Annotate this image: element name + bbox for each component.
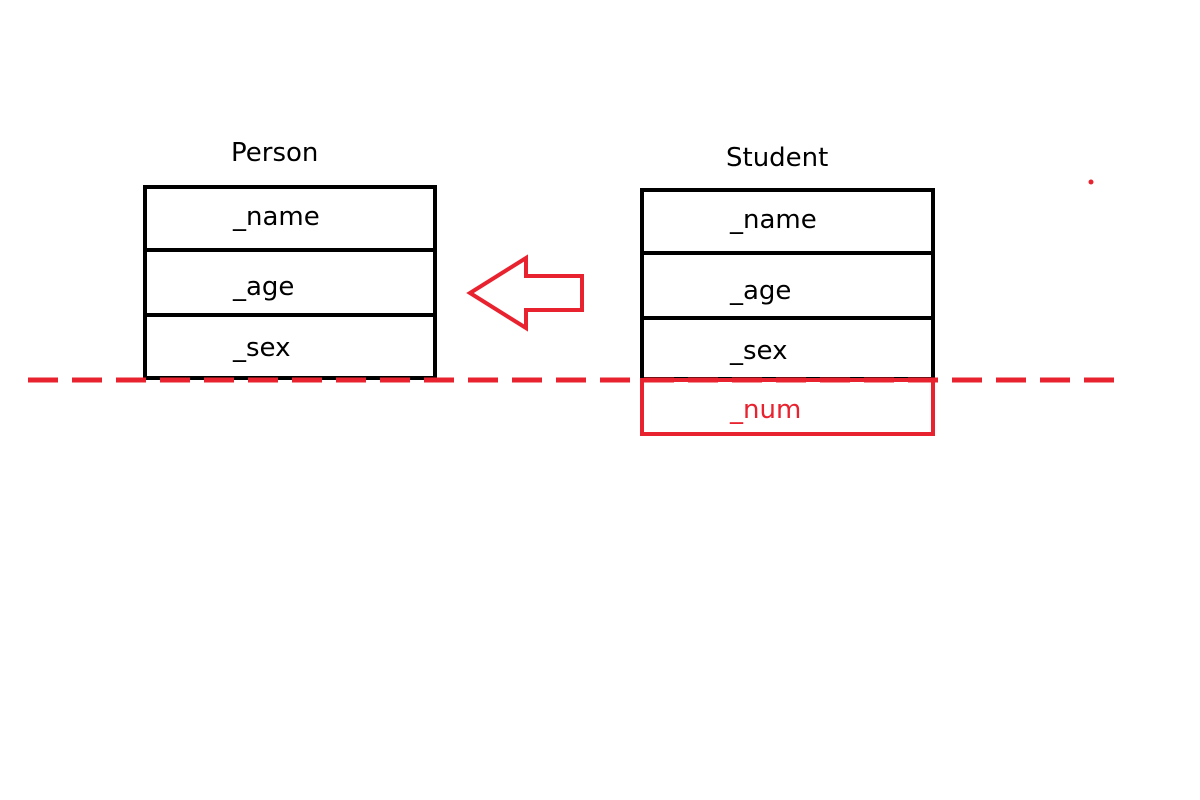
student-field-divider [644, 316, 931, 320]
person-class-title: Person [231, 138, 319, 168]
person-field-divider [147, 313, 433, 317]
person-field-age: _age [233, 272, 295, 302]
stray-dot [1088, 179, 1094, 185]
student-extra-field-label: _num [730, 395, 802, 425]
student-field-divider [644, 251, 931, 255]
student-field-age: _age [730, 276, 792, 306]
student-class-title: Student [726, 143, 829, 173]
person-field-name: _name [233, 202, 320, 232]
student-class-box: _name _age _sex [640, 188, 935, 381]
person-field-divider [147, 248, 433, 252]
student-field-name: _name [730, 205, 817, 235]
student-field-sex: _sex [730, 336, 788, 366]
person-field-sex: _sex [233, 333, 291, 363]
left-arrow-outline-icon [466, 254, 584, 332]
person-class-box: _name _age _sex [143, 185, 437, 380]
